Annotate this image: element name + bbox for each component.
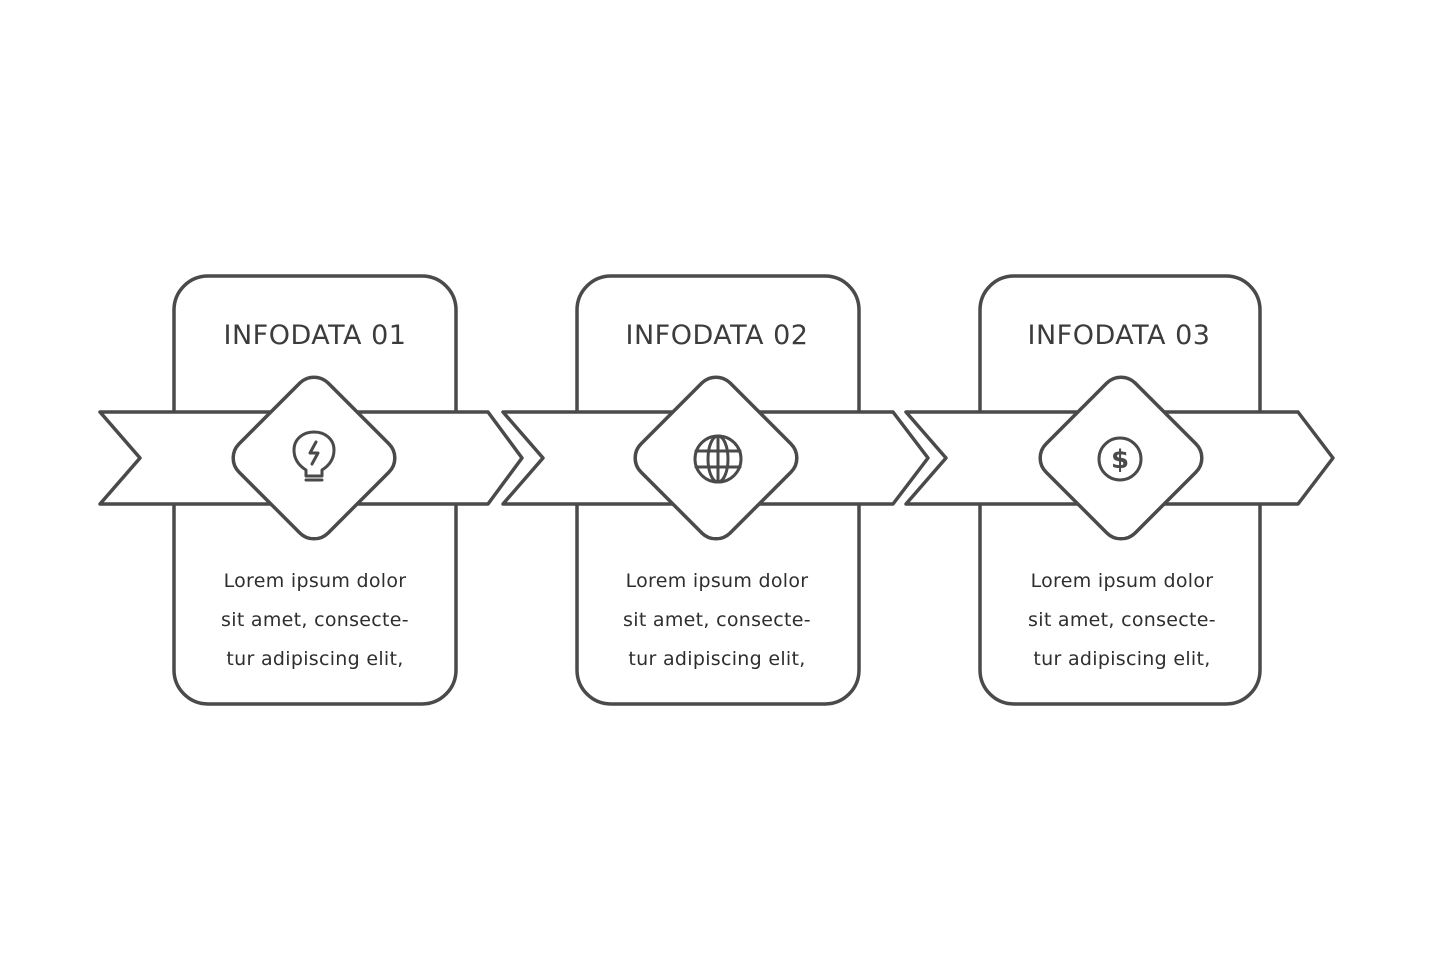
step-1-title: INFODATA 01 xyxy=(224,320,407,351)
step-1-text: Lorem ipsum dolor sit amet, consecte- tu… xyxy=(221,570,409,670)
step-1-line-2: sit amet, consecte- xyxy=(221,609,409,631)
lightbulb-icon xyxy=(292,430,336,482)
step-3-line-3: tur adipiscing elit, xyxy=(1033,648,1210,670)
step-2-line-1: Lorem ipsum dolor xyxy=(626,570,809,592)
step-2-text: Lorem ipsum dolor sit amet, consecte- tu… xyxy=(623,570,811,670)
step-3-text: Lorem ipsum dolor sit amet, consecte- tu… xyxy=(1028,570,1216,670)
step-2-title: INFODATA 02 xyxy=(626,320,809,351)
globe-icon xyxy=(693,434,743,484)
step-3-diamond xyxy=(1038,375,1204,541)
step-3-line-2: sit amet, consecte- xyxy=(1028,609,1216,631)
step-2: INFODATA 02 Lorem ipsum dolor sit amet, … xyxy=(501,274,930,706)
step-2-line-3: tur adipiscing elit, xyxy=(628,648,805,670)
dollar-sign: $ xyxy=(1111,445,1129,475)
step-3-title: INFODATA 03 xyxy=(1028,320,1211,351)
step-1: INFODATA 01 Lorem ipsum dolor sit amet, … xyxy=(98,274,524,706)
step-1-line-1: Lorem ipsum dolor xyxy=(224,570,407,592)
step-2-diamond xyxy=(633,375,799,541)
step-3: INFODATA 03 $ Lorem ipsum dolor sit amet… xyxy=(904,274,1335,706)
step-2-line-2: sit amet, consecte- xyxy=(623,609,811,631)
dollar-coin-icon: $ xyxy=(1097,436,1143,482)
step-3-line-1: Lorem ipsum dolor xyxy=(1031,570,1214,592)
step-1-line-3: tur adipiscing elit, xyxy=(226,648,403,670)
